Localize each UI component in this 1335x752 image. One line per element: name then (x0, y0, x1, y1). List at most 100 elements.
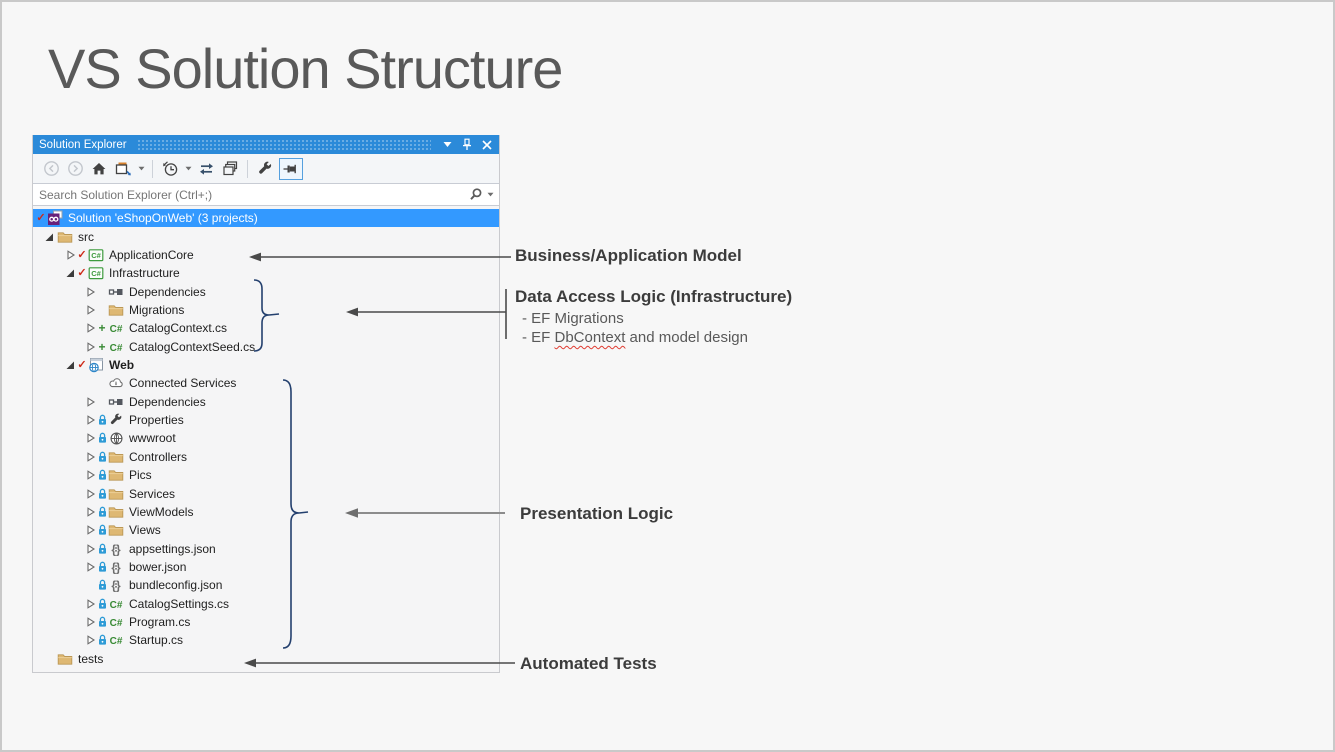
lock-icon (97, 634, 107, 646)
svg-text:C#: C# (110, 324, 123, 335)
expander-collapsed-icon[interactable] (84, 286, 97, 298)
tree-item[interactable]: Services (33, 484, 499, 502)
svg-text:{}: {} (111, 542, 121, 556)
tree-item[interactable]: +C#CatalogContext.cs (33, 319, 499, 337)
panel-titlebar[interactable]: Solution Explorer (33, 135, 499, 154)
pin-icon[interactable] (459, 136, 475, 153)
csproj-icon: C# (88, 265, 104, 281)
solution-explorer-panel: Solution Explorer (32, 135, 500, 673)
expander-collapsed-icon[interactable] (84, 616, 97, 628)
tree-item[interactable]: ViewModels (33, 503, 499, 521)
tree-item[interactable]: ✓Web (33, 356, 499, 374)
tree-item-label: Startup.cs (129, 633, 184, 648)
lock-icon (97, 451, 107, 463)
window-position-chevron-icon[interactable] (439, 136, 455, 153)
svg-text:C#: C# (91, 251, 101, 260)
solution-icon (47, 210, 63, 226)
folder-icon (108, 449, 124, 465)
nav-forward-icon[interactable] (64, 158, 86, 180)
tree-item[interactable]: ✓C#Infrastructure (33, 264, 499, 282)
tree-item[interactable]: Properties (33, 411, 499, 429)
json-icon: {} (108, 541, 124, 557)
tree-item-label: Pics (129, 468, 152, 483)
expander-collapsed-icon[interactable] (84, 506, 97, 518)
tree-item[interactable]: {}bower.json (33, 558, 499, 576)
expander-collapsed-icon[interactable] (84, 469, 97, 481)
home-icon[interactable] (88, 158, 110, 180)
tree-item[interactable]: C#Program.cs (33, 613, 499, 631)
json-icon: {} (108, 577, 124, 593)
tree-item[interactable]: Pics (33, 466, 499, 484)
expander-expanded-icon[interactable] (64, 359, 77, 371)
close-icon[interactable] (479, 136, 495, 153)
expander-collapsed-icon[interactable] (84, 561, 97, 573)
collapse-all-icon[interactable] (219, 158, 241, 180)
tree-item-label: tests (78, 651, 104, 666)
tree-item[interactable]: {}bundleconfig.json (33, 576, 499, 594)
properties-wrench-icon[interactable] (254, 158, 276, 180)
expander-collapsed-icon[interactable] (64, 249, 77, 261)
lock-icon (97, 543, 107, 555)
dropdown-icon[interactable] (183, 158, 193, 180)
tree-item[interactable]: Connected Services (33, 374, 499, 392)
preview-pin-icon[interactable] (279, 157, 303, 180)
lock-icon (97, 414, 107, 426)
lock-icon (97, 469, 107, 481)
csfile-icon: C# (108, 320, 124, 336)
expander-collapsed-icon[interactable] (84, 304, 97, 316)
page-title: VS Solution Structure (48, 37, 563, 100)
expander-expanded-icon[interactable] (64, 267, 77, 279)
svg-text:C#: C# (91, 269, 101, 278)
pending-changes-icon[interactable] (159, 158, 181, 180)
tree-item-label: wwwroot (129, 431, 176, 446)
tree-item-label: Dependencies (129, 394, 206, 409)
search-input[interactable] (33, 187, 468, 202)
webproj-icon (88, 357, 104, 373)
expander-collapsed-icon[interactable] (84, 432, 97, 444)
tree-item[interactable]: Dependencies (33, 393, 499, 411)
expander-collapsed-icon[interactable] (84, 598, 97, 610)
dropdown-icon[interactable] (136, 158, 146, 180)
expander-collapsed-icon[interactable] (84, 543, 97, 555)
tree-item[interactable]: {}appsettings.json (33, 539, 499, 557)
sync-active-icon[interactable] (195, 158, 217, 180)
tree-item[interactable]: Views (33, 521, 499, 539)
tree-item[interactable]: C#CatalogSettings.cs (33, 595, 499, 613)
annotation-data-access-title: Data Access Logic (Infrastructure) (515, 287, 793, 306)
tree-item[interactable]: Migrations (33, 301, 499, 319)
tree-item[interactable]: tests (33, 650, 499, 668)
tree-item[interactable]: Dependencies (33, 282, 499, 300)
tree-item-label: Services (129, 486, 176, 501)
tree-item[interactable]: +C#CatalogContextSeed.cs (33, 338, 499, 356)
lock-icon (97, 506, 107, 518)
panel-toolbar (33, 154, 499, 183)
tree-item-label: Connected Services (129, 376, 237, 391)
source-control-check-icon: ✓ (77, 359, 87, 372)
nav-back-icon[interactable] (40, 158, 62, 180)
annotation-data-access-bullet-1: - EF Migrations (522, 310, 624, 327)
tree-item[interactable]: ✓Solution 'eShopOnWeb' (3 projects) (33, 209, 499, 228)
tree-item[interactable]: src (33, 227, 499, 245)
tree-item[interactable]: ✓C#ApplicationCore (33, 246, 499, 264)
search-box[interactable] (33, 183, 499, 206)
expander-collapsed-icon[interactable] (84, 488, 97, 500)
json-icon: {} (108, 559, 124, 575)
annotation-data-access-bullet-2: - EF DbContext and model design (522, 329, 748, 346)
expander-expanded-icon[interactable] (43, 231, 56, 243)
expander-collapsed-icon[interactable] (84, 322, 97, 334)
expander-collapsed-icon[interactable] (84, 451, 97, 463)
tree-item[interactable]: wwwroot (33, 429, 499, 447)
expander-collapsed-icon[interactable] (84, 524, 97, 536)
svg-text:{}: {} (111, 579, 121, 593)
tree-item[interactable]: C#Startup.cs (33, 631, 499, 649)
expander-collapsed-icon[interactable] (84, 341, 97, 353)
scope-window-icon[interactable] (112, 158, 134, 180)
search-options-chevron-icon[interactable] (487, 192, 494, 197)
search-icon[interactable] (468, 187, 483, 202)
expander-collapsed-icon[interactable] (84, 396, 97, 408)
expander-collapsed-icon[interactable] (84, 414, 97, 426)
expander-collapsed-icon[interactable] (84, 634, 97, 646)
tree-item[interactable]: Controllers (33, 448, 499, 466)
tree-item-label: CatalogContextSeed.cs (129, 339, 256, 354)
tree-item-label: ApplicationCore (109, 247, 194, 262)
